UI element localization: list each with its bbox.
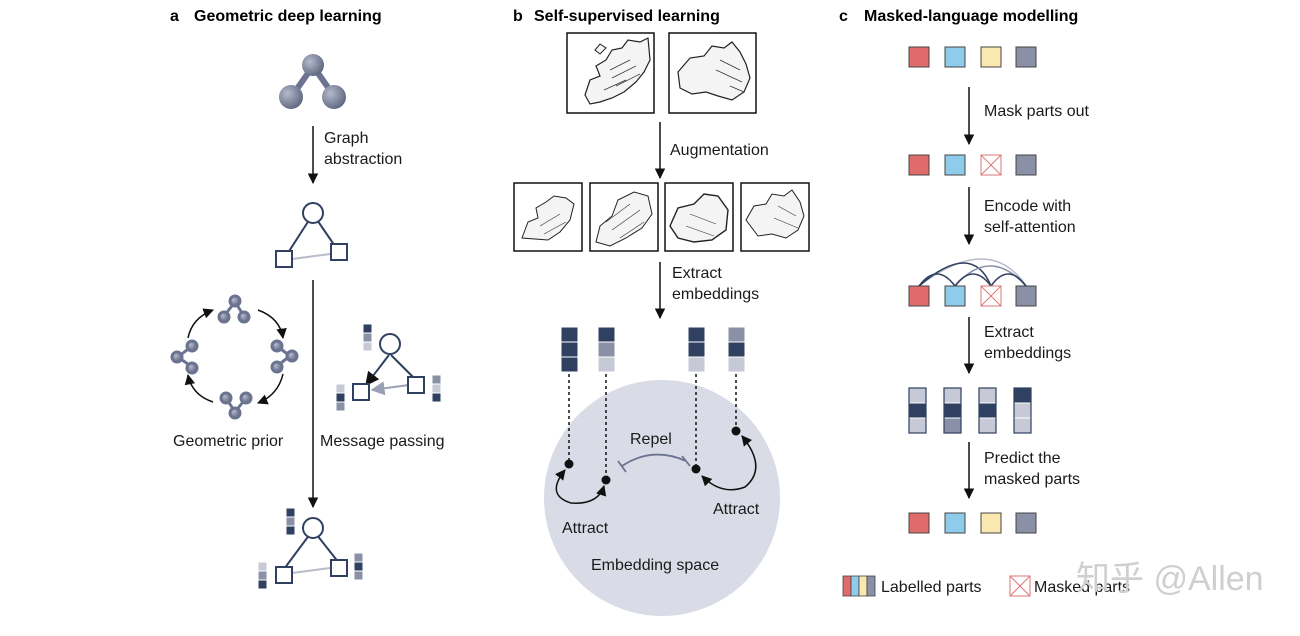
legend-labelled-label: Labelled parts [881,579,982,596]
encode-line1: Encode with [984,198,1071,215]
legend: Labelled parts Masked parts [842,575,1130,597]
abstract-graph-icon [275,202,348,268]
augmented-map-3 [664,182,734,252]
embedding-space-label: Embedding space [591,557,719,574]
augmented-map-1 [513,182,583,252]
extract-embeddings-b-line1: Extract [672,265,722,282]
encoded-tokens [908,285,1037,307]
australia-map-image [668,32,757,114]
self-attention-arcs [918,258,1027,287]
embedding-projection-lines [568,374,737,479]
geometric-prior-icon [170,294,299,420]
extract-embeddings-b-line2: embeddings [672,286,759,303]
legend-labelled-swatch [842,575,876,597]
attract-arrow-left [554,469,607,504]
panel-b: b Self-supervised learning Augmentation [513,8,810,616]
panel-a: a Geometric deep learning Graph abstract… [170,8,445,590]
embedding-vectors-c [908,387,1032,434]
panel-b-title: Self-supervised learning [534,8,720,25]
predicted-tokens [908,512,1037,534]
augmented-map-2 [589,182,659,252]
masked-tokens [908,154,1037,176]
augmented-map-4 [740,182,810,252]
watermark-text: 知乎 @Allen [1076,560,1264,598]
message-passing-icon [335,323,442,412]
legend-masked-swatch [1009,575,1031,597]
embedding-vectors-b [560,326,746,373]
repel-label: Repel [630,431,672,448]
molecule-icon [279,54,346,109]
panel-a-letter: a [170,8,179,25]
input-tokens [908,46,1037,68]
graph-abstraction-line1: Graph [324,130,368,147]
attract-left-label: Attract [562,520,609,537]
embedding-space-region [544,380,780,616]
attract-arrow-right [701,435,757,491]
extract-embeddings-c-line1: Extract [984,324,1034,341]
panel-c-title: Masked-language modelling [864,8,1078,25]
panel-c: c Masked-language modelling Mask parts o… [839,8,1130,597]
panel-b-letter: b [513,8,523,25]
encode-line2: self-attention [984,219,1076,236]
attract-right-label: Attract [713,501,760,518]
panel-a-title: Geometric deep learning [194,8,382,25]
mask-parts-out-label: Mask parts out [984,103,1089,120]
message-passing-label: Message passing [320,433,445,450]
graph-abstraction-line2: abstraction [324,151,402,168]
extract-embeddings-c-line2: embeddings [984,345,1071,362]
predict-line1: Predict the [984,450,1061,467]
augmentation-label: Augmentation [670,142,769,159]
rotation-arrows [184,308,287,405]
legend-masked-label: Masked parts [1034,579,1130,596]
graph-with-embeddings-icon [257,507,364,590]
panel-c-letter: c [839,8,848,25]
geometric-prior-label: Geometric prior [173,433,284,450]
europe-map-image [566,32,655,114]
predict-line2: masked parts [984,471,1080,488]
repel-arrow [617,453,691,473]
